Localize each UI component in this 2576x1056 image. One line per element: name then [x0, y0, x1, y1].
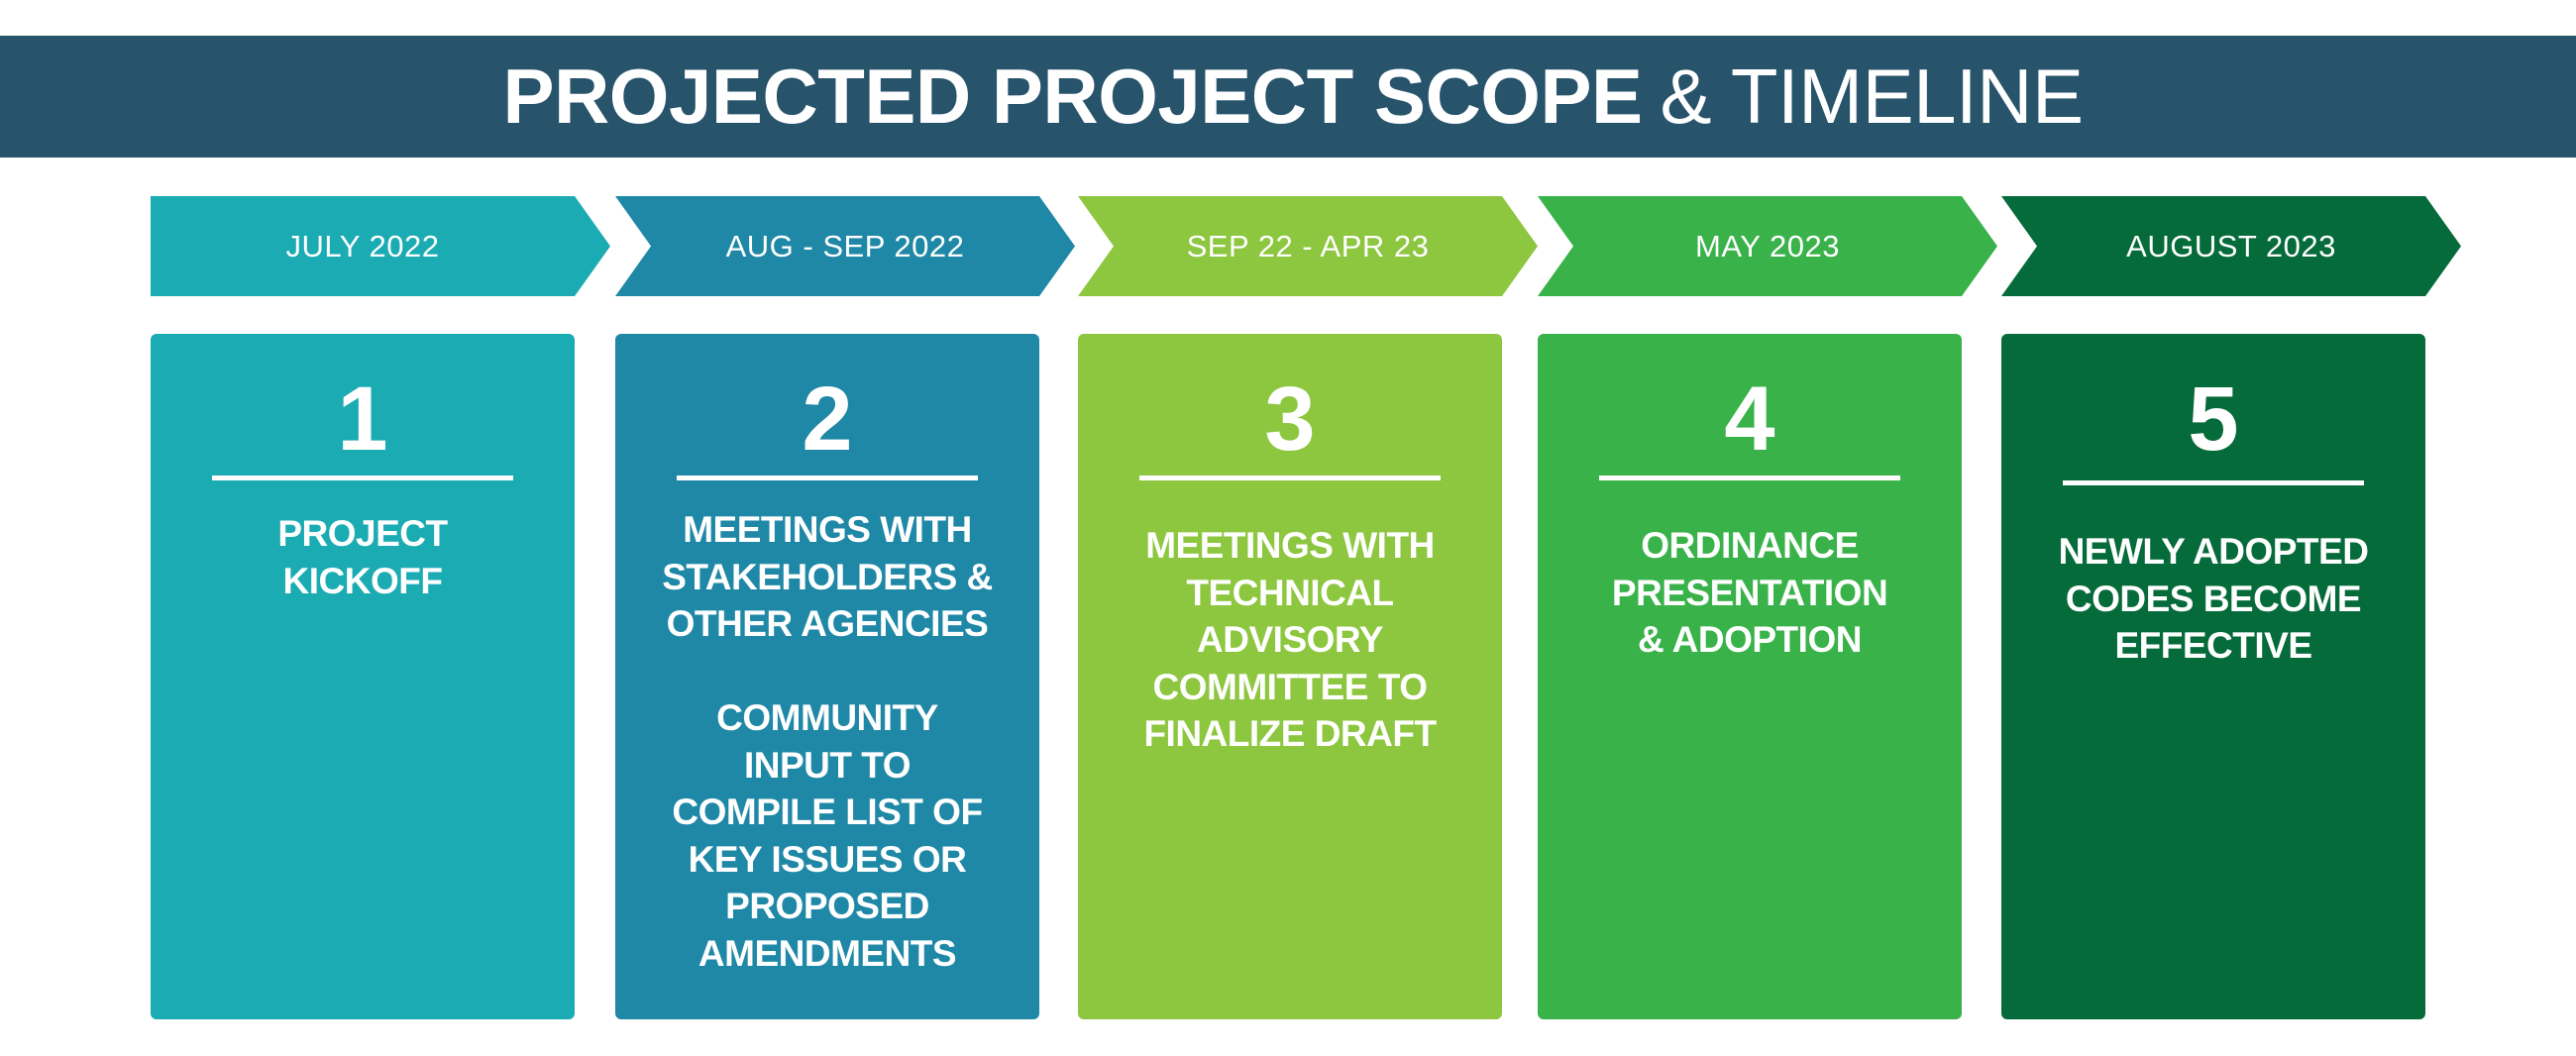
phase-card-4: 4 ORDINANCE PRESENTATION & ADOPTION: [1538, 334, 1962, 1019]
description-line: OTHER AGENCIES: [666, 603, 989, 644]
description-line: CODES BECOME: [2065, 578, 2362, 619]
phase-number: 3: [1264, 369, 1316, 470]
description-line: MEETINGS WITH: [1145, 525, 1435, 566]
description-line: COMMITTEE TO: [1152, 666, 1428, 707]
description-line: TECHNICAL: [1186, 572, 1394, 613]
description-line: ORDINANCE: [1641, 525, 1859, 566]
description-line: ADVISORY: [1197, 619, 1383, 660]
description-line: NEWLY ADOPTED: [2058, 531, 2369, 572]
description-line: EFFECTIVE: [2114, 625, 2312, 666]
description-line: PROJECT: [277, 513, 448, 554]
page-title: PROJECTED PROJECT SCOPE& TIMELINE: [492, 52, 2085, 142]
chevron-arrow-shape: [2001, 196, 2461, 296]
title-bar: PROJECTED PROJECT SCOPE& TIMELINE: [0, 36, 2576, 158]
divider: [2063, 480, 2364, 485]
description-line: KICKOFF: [282, 560, 443, 601]
phase-description: MEETINGS WITH TECHNICAL ADVISORY COMMITT…: [1088, 522, 1492, 758]
phase-description: ORDINANCE PRESENTATION & ADOPTION: [1548, 522, 1952, 664]
phase-description: PROJECT KICKOFF: [161, 510, 565, 604]
description-line: & ADOPTION: [1638, 619, 1862, 660]
timeline-chevron-5: AUGUST 2023: [2001, 196, 2461, 296]
description-line: PRESENTATION: [1611, 572, 1888, 613]
chevron-arrow-shape: [151, 196, 610, 296]
period-label: AUG - SEP 2022: [725, 228, 965, 264]
title-bold-part: PROJECTED PROJECT SCOPE: [502, 53, 1643, 140]
description-line: KEY ISSUES OR: [688, 838, 967, 880]
period-label: JULY 2022: [285, 228, 440, 264]
period-label: MAY 2023: [1695, 228, 1840, 264]
phase-number: 4: [1724, 369, 1775, 470]
period-label: SEP 22 - APR 23: [1186, 228, 1430, 264]
description-line: STAKEHOLDERS &: [662, 556, 993, 597]
title-light-part: & TIMELINE: [1660, 53, 2085, 140]
phase-description: MEETINGS WITH STAKEHOLDERS & OTHER AGENC…: [625, 506, 1029, 977]
timeline-chevron-2: AUG - SEP 2022: [615, 196, 1075, 296]
divider: [1599, 475, 1900, 480]
divider: [212, 475, 513, 480]
description-line: COMPILE LIST OF: [672, 792, 983, 832]
description-line: FINALIZE DRAFT: [1143, 713, 1437, 754]
paragraph-gap: [625, 648, 1029, 695]
divider: [1139, 475, 1441, 480]
phase-card-1: 1 PROJECT KICKOFF: [151, 334, 575, 1019]
description-line: INPUT TO: [744, 744, 912, 786]
divider: [677, 475, 978, 480]
description-line: AMENDMENTS: [698, 932, 957, 974]
description-line: MEETINGS WITH: [683, 509, 972, 550]
phase-card-2: 2 MEETINGS WITH STAKEHOLDERS & OTHER AGE…: [615, 334, 1039, 1019]
phase-number: 5: [2188, 369, 2239, 470]
timeline-chevron-4: MAY 2023: [1538, 196, 1997, 296]
chevron-arrow-shape: [615, 196, 1075, 296]
phase-card-3: 3 MEETINGS WITH TECHNICAL ADVISORY COMMI…: [1078, 334, 1502, 1019]
chevron-arrow-shape: [1538, 196, 1997, 296]
phase-number: 1: [337, 369, 388, 470]
description-line: COMMUNITY: [716, 697, 938, 738]
chevron-arrow-shape: [1078, 196, 1538, 296]
phase-number: 2: [802, 369, 853, 470]
timeline-chevron-3: SEP 22 - APR 23: [1078, 196, 1538, 296]
description-line: PROPOSED: [725, 886, 929, 926]
phase-description: NEWLY ADOPTED CODES BECOME EFFECTIVE: [2011, 528, 2415, 670]
timeline-chevron-1: JULY 2022: [151, 196, 610, 296]
phase-card-5: 5 NEWLY ADOPTED CODES BECOME EFFECTIVE: [2001, 334, 2425, 1019]
period-label: AUGUST 2023: [2126, 228, 2336, 264]
